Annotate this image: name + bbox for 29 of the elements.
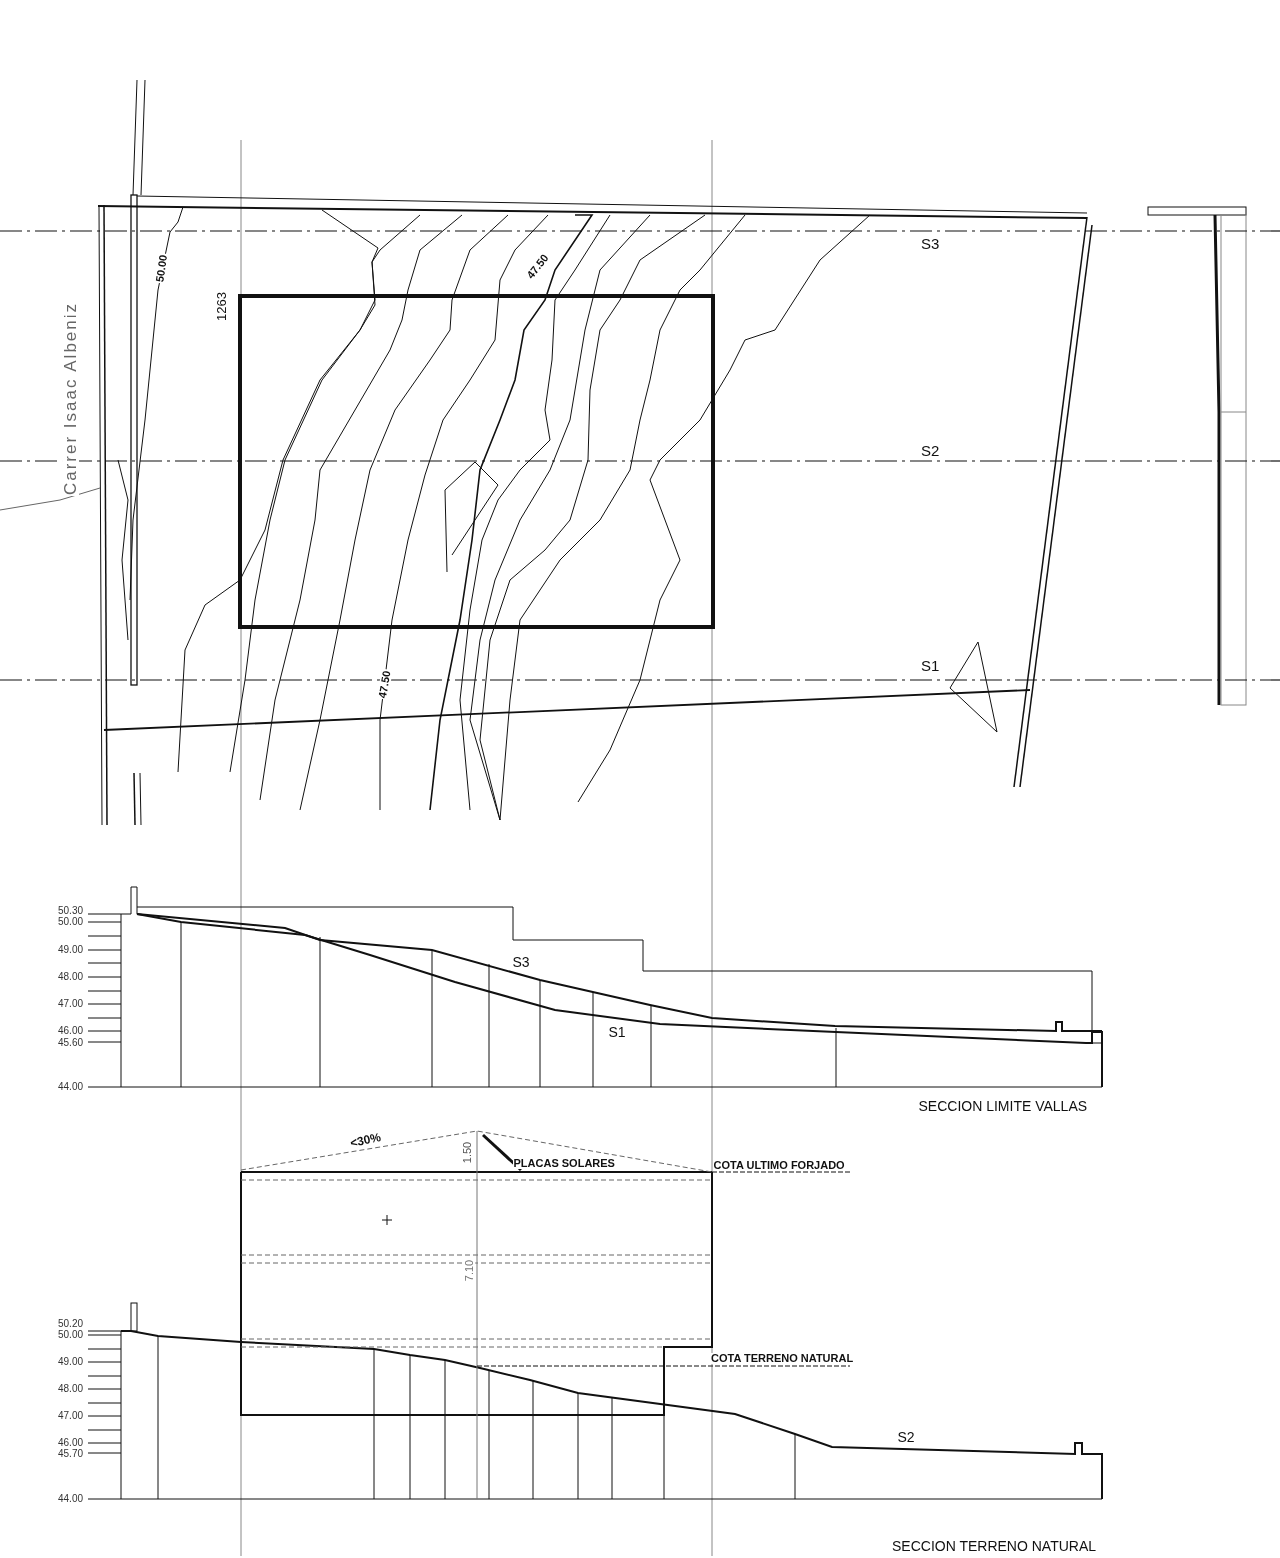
elevation-value: 50.00 — [57, 917, 85, 927]
elevation-value: 47.00 — [57, 1411, 85, 1421]
level-label: COTA TERRENO NATURAL — [710, 1352, 855, 1364]
elevation-value: 45.60 — [57, 1038, 85, 1048]
elevation-value: 44.00 — [57, 1494, 85, 1504]
annotation: PLACAS SOLARES — [512, 1157, 616, 1169]
elevation-value: 48.00 — [57, 1384, 85, 1394]
elevation-value: 50.00 — [57, 1330, 85, 1340]
section-title: SECCION TERRENO NATURAL — [891, 1539, 1098, 1553]
contour-label: 47.50 — [376, 668, 393, 700]
elevation-value: 46.00 — [57, 1026, 85, 1036]
contour-label: 50.00 — [154, 252, 170, 284]
elevation-value: 49.00 — [57, 1357, 85, 1367]
elevation-value: 44.00 — [57, 1082, 85, 1092]
elevation-value: 50.30 — [57, 906, 85, 916]
level-label: COTA ULTIMO FORJADO — [712, 1159, 846, 1171]
dimension-text: 1.50 — [461, 1140, 473, 1164]
dimension-text: 1263 — [214, 290, 228, 322]
elevation-value: 45.70 — [57, 1449, 85, 1459]
elevation-value: 50.20 — [57, 1319, 85, 1329]
elevation-value: 47.00 — [57, 999, 85, 1009]
profile-label: S3 — [511, 955, 531, 969]
dimension-text: 7.10 — [463, 1258, 475, 1282]
profile-label: S1 — [607, 1025, 627, 1039]
elevation-value: 48.00 — [57, 972, 85, 982]
elevation-value: 49.00 — [57, 945, 85, 955]
section-title: SECCION LIMITE VALLAS — [917, 1099, 1089, 1113]
elevation-value: 46.00 — [57, 1438, 85, 1448]
profile-label: S2 — [896, 1430, 916, 1444]
